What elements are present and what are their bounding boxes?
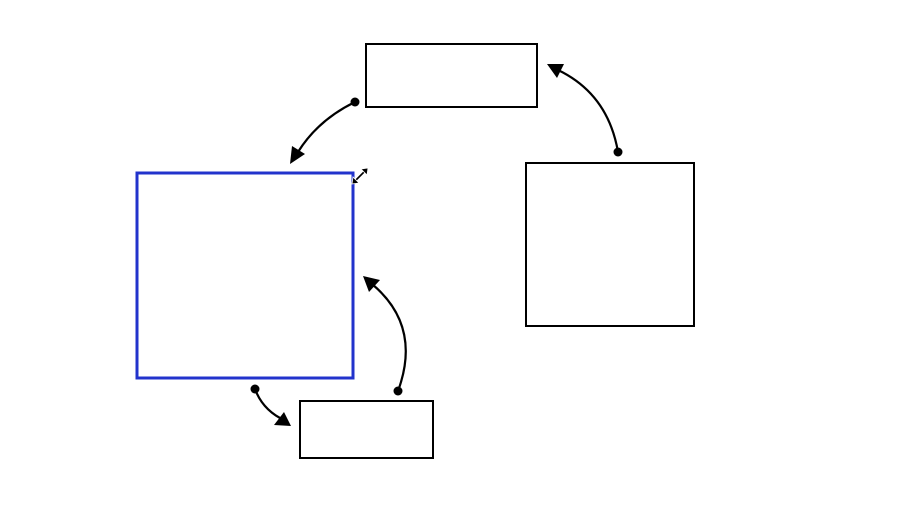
arrow-right-to-top[interactable] <box>547 64 623 157</box>
rect-right[interactable] <box>525 162 695 327</box>
resize-diagonal-icon[interactable] <box>351 167 369 185</box>
rect-top[interactable] <box>365 43 538 108</box>
arrowhead-icon <box>274 412 291 426</box>
rect-left-large[interactable] <box>135 171 355 380</box>
arrow-bottom-to-left[interactable] <box>363 276 407 396</box>
arrowhead-icon <box>363 276 380 292</box>
arrow-top-to-left[interactable] <box>290 97 360 165</box>
arrow-left-to-bottom[interactable] <box>250 384 292 427</box>
rect-bottom[interactable] <box>299 400 434 459</box>
arrowhead-icon <box>547 64 564 78</box>
arrowhead-icon <box>290 146 305 164</box>
